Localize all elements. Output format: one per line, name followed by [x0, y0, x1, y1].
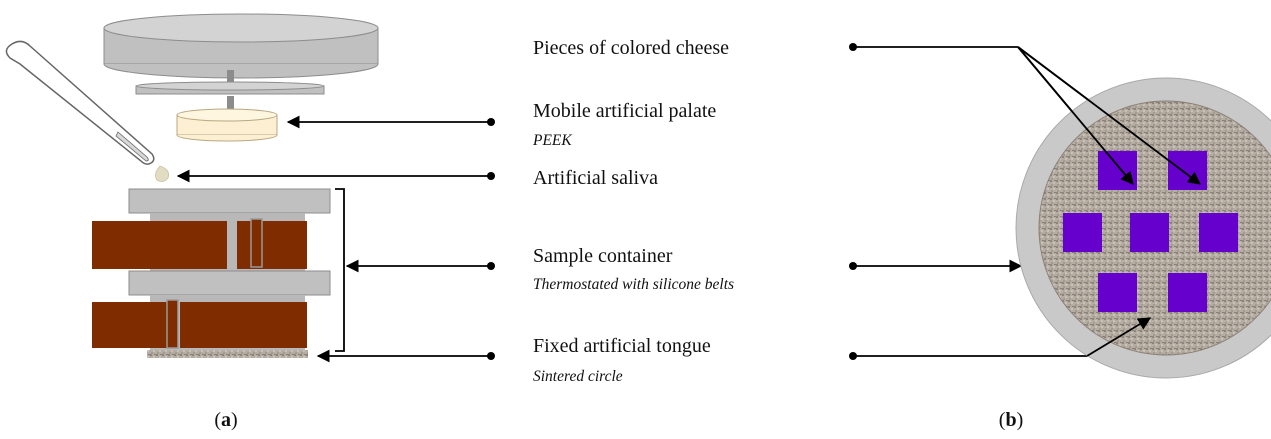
cheese-piece [1199, 213, 1238, 252]
cheese-piece [1098, 273, 1137, 312]
cheese-piece [1098, 151, 1137, 190]
caption-b: (b) [999, 409, 1023, 431]
captions: (a) (b) [214, 409, 1023, 431]
cheese-piece [1168, 273, 1207, 312]
dot-container-left [487, 262, 495, 270]
upper-belt-right [237, 221, 307, 269]
sintered-tongue [147, 350, 308, 358]
apparatus-a [5, 13, 379, 358]
lower-belt-left [92, 302, 167, 348]
lower-belt-buckle [166, 299, 179, 349]
saliva-drop [155, 165, 170, 182]
container-top-plate [128, 188, 331, 214]
label-saliva: Artificial saliva [533, 167, 658, 189]
shaft-upper [227, 70, 234, 90]
dot-palate [487, 118, 495, 126]
lower-belt-right [180, 302, 307, 348]
upper-belt-buckle [250, 218, 263, 268]
labels: Pieces of colored cheese Mobile artifici… [532, 37, 734, 385]
container-bracket [335, 188, 345, 352]
dot-tongue-left [487, 352, 495, 360]
cheese-piece [1130, 213, 1169, 252]
cheese-piece [1063, 213, 1102, 252]
label-pieces: Pieces of colored cheese [533, 37, 729, 59]
label-container: Sample container [533, 245, 673, 267]
artificial-palate [176, 108, 278, 142]
upper-belt-left [92, 221, 227, 269]
cheese-piece [1168, 151, 1207, 190]
pipette [5, 40, 155, 165]
label-tongue-sub: Sintered circle [533, 368, 623, 385]
palate-middle-disc [135, 81, 325, 95]
label-palate: Mobile artificial palate [533, 100, 716, 122]
shaft-lower [227, 96, 234, 114]
overlay-arrows [1017, 46, 1202, 357]
label-container-sub: Thermostated with silicone belts [533, 276, 734, 293]
palate-top-disc [103, 13, 379, 79]
dot-saliva [487, 172, 495, 180]
top-view-b [1015, 77, 1271, 379]
label-palate-sub: PEEK [532, 132, 572, 149]
caption-a: (a) [214, 409, 237, 431]
label-tongue: Fixed artificial tongue [533, 335, 711, 357]
container-middle-plate [128, 270, 331, 296]
